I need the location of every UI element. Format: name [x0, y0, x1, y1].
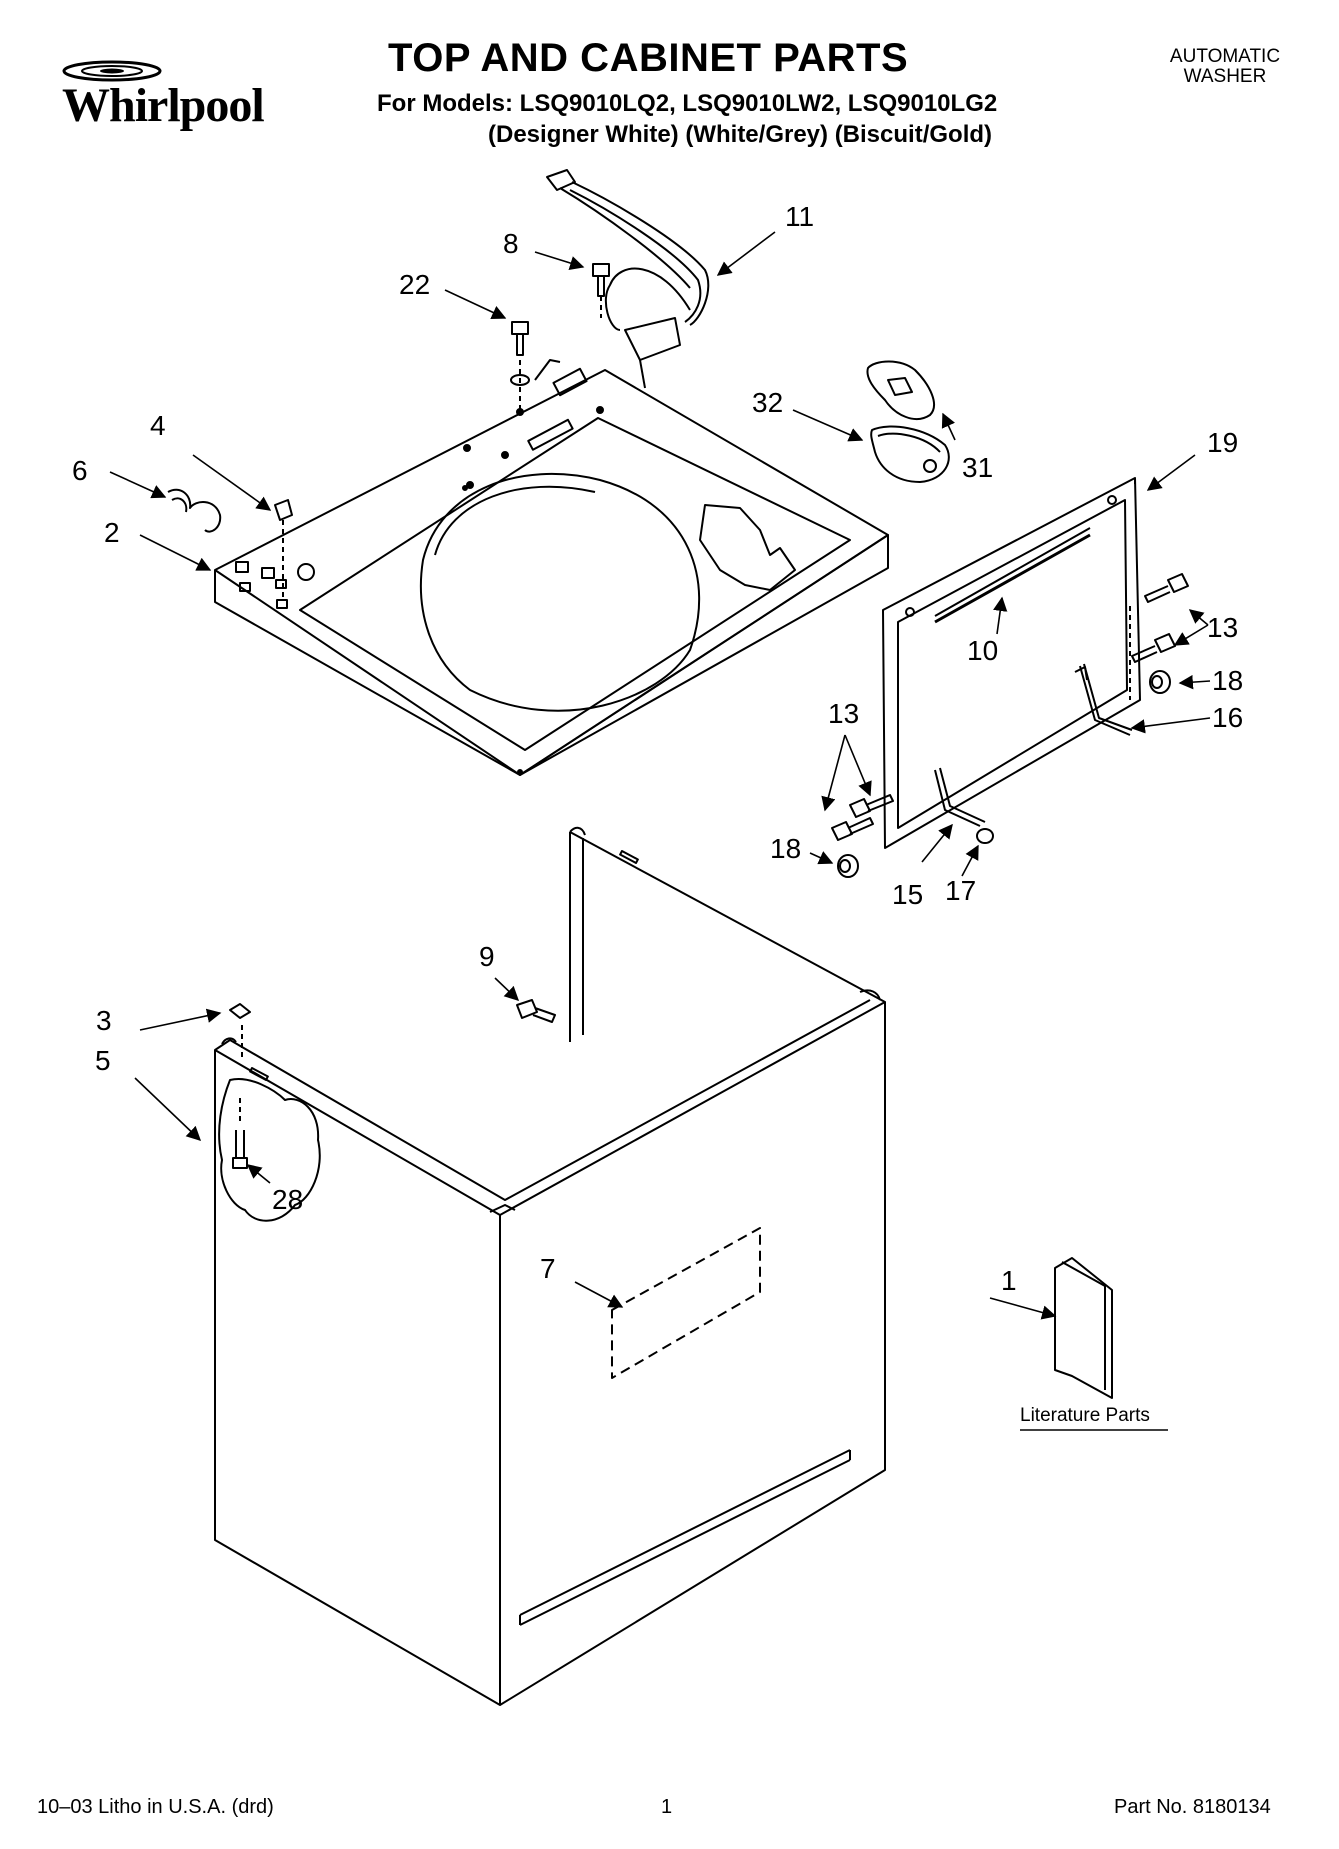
callout-11: 11 [785, 201, 814, 232]
callout-labels: 1 2 3 4 5 6 7 8 9 10 11 13 13 15 16 17 1… [72, 201, 1243, 1296]
screw-9 [516, 999, 556, 1023]
clip-3 [229, 1003, 251, 1060]
clip-6 [167, 488, 222, 533]
callout-7: 7 [540, 1253, 556, 1284]
callout-17: 17 [945, 875, 976, 906]
hinge-bushing-17 [976, 828, 994, 844]
leader-arrows [109, 231, 1211, 1320]
label-7-outline [611, 1227, 761, 1379]
callout-18-left: 18 [770, 833, 801, 864]
lid-switch-harness [546, 169, 710, 389]
bumper-18-left [837, 854, 859, 878]
brand-name: Whirlpool [62, 79, 265, 132]
screw-28 [232, 1098, 248, 1169]
callout-10: 10 [967, 635, 998, 666]
callout-28: 28 [272, 1184, 303, 1215]
screw-22 [510, 321, 561, 415]
washer-lid-19 [882, 477, 1141, 849]
footer-page-number: 1 [661, 1796, 673, 1818]
lid-bumper-32 [870, 425, 950, 483]
screw-8 [592, 263, 610, 318]
callout-1: 1 [1001, 1265, 1017, 1296]
hinge-rod-15 [934, 767, 986, 827]
callout-15: 15 [892, 879, 923, 910]
bumper-18-right [1149, 670, 1171, 694]
callout-18-right: 18 [1212, 665, 1243, 696]
clip-4 [274, 499, 293, 600]
screws-13-left [831, 794, 894, 841]
callout-32: 32 [752, 387, 783, 418]
whirlpool-swirl-icon [62, 60, 162, 82]
callout-22: 22 [399, 269, 430, 300]
callout-16: 16 [1212, 702, 1243, 733]
callout-31: 31 [962, 452, 993, 483]
washer-top-lid [214, 367, 889, 776]
callout-6: 6 [72, 455, 88, 486]
callout-13-right: 13 [1207, 612, 1238, 643]
callout-4: 4 [150, 410, 166, 441]
callout-5: 5 [95, 1045, 111, 1076]
footer-part-number: Part No. 8180134 [1114, 1796, 1271, 1818]
product-type-line1: AUTOMATIC [1169, 46, 1281, 67]
product-type: AUTOMATIC WASHER [1150, 47, 1300, 87]
models-line: For Models: LSQ9010LQ2, LSQ9010LW2, LSQ9… [377, 90, 998, 117]
callout-2: 2 [104, 517, 120, 548]
literature-booklet [1054, 1257, 1113, 1399]
screws-13-right [1129, 573, 1189, 700]
callout-3: 3 [96, 1005, 112, 1036]
literature-parts-label: Literature Parts [1020, 1405, 1150, 1426]
callout-8: 8 [503, 228, 519, 259]
product-type-line2: WASHER [1183, 66, 1267, 87]
colors-line: (Designer White) (White/Grey) (Biscuit/G… [488, 121, 993, 148]
callout-9: 9 [479, 941, 495, 972]
cabinet-cutaway [218, 1078, 321, 1222]
callout-13-left: 13 [828, 698, 859, 729]
callout-19: 19 [1207, 427, 1238, 458]
brand-logo [60, 55, 280, 145]
hinge-rod-16 [1074, 663, 1133, 736]
lid-bumper-31 [866, 360, 935, 420]
footer-litho: 10–03 Litho in U.S.A. (drd) [37, 1796, 274, 1818]
page-title: TOP AND CABINET PARTS [388, 36, 909, 80]
